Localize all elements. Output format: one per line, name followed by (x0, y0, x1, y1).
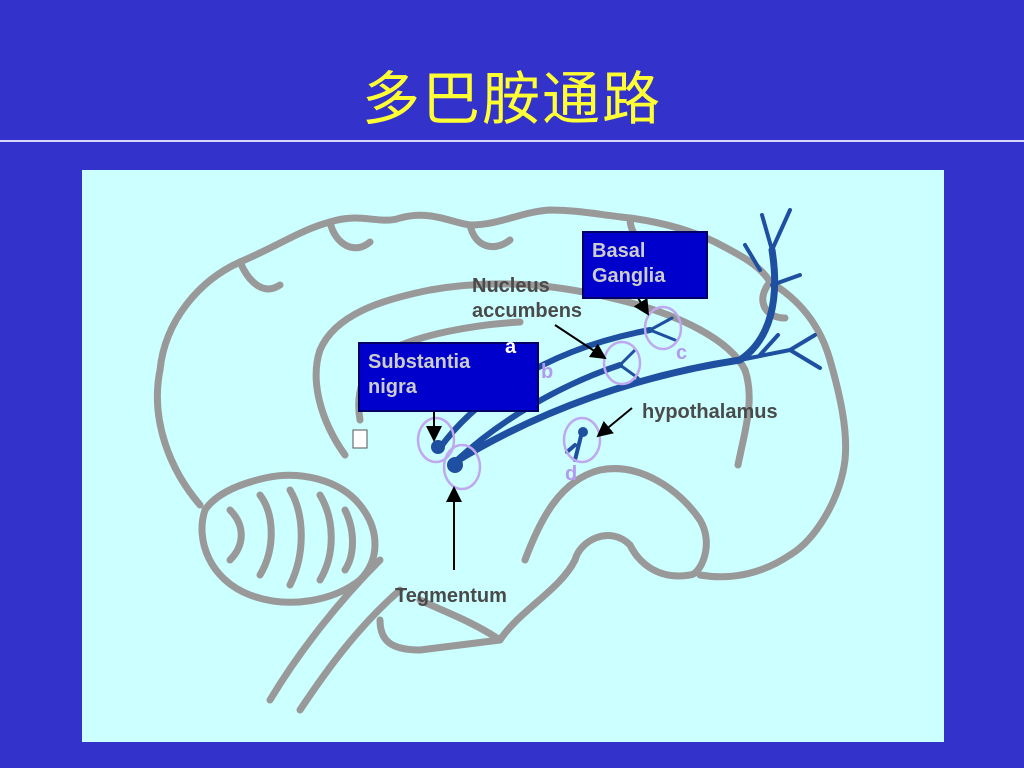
marker-circle-a (416, 416, 456, 464)
marker-circles (416, 305, 683, 491)
cortical-branches (738, 208, 822, 370)
title-divider (0, 140, 1024, 142)
substantia-nigra-label-box: Substantia nigra (358, 342, 539, 412)
substantia-nigra-label: Substantia nigra (368, 351, 471, 398)
brainstem-outline (376, 556, 579, 654)
diagram-panel (82, 170, 944, 742)
marker-circle-b (602, 340, 642, 386)
hypothalamus-node (578, 427, 588, 437)
tegmentum-node (447, 457, 463, 473)
basal-ganglia-label: Basal Ganglia (592, 240, 666, 287)
marker-b: b (541, 361, 554, 383)
hypothalamus-label: hypothalamus (642, 401, 778, 423)
basal-ganglia-label-box: Basal Ganglia (582, 231, 708, 299)
arrow-nucleus-accumbens (554, 324, 607, 360)
cortex-gyri (236, 214, 789, 322)
small-white-marker (352, 429, 368, 449)
marker-circle-tegmentum (442, 443, 482, 491)
marker-c: c (676, 342, 688, 364)
marker-circle-c (643, 305, 683, 351)
marker-d: d (565, 463, 578, 485)
tuberoinfundibular-pathway (565, 430, 584, 462)
arrow-hypothalamus (596, 407, 633, 438)
striatal-branches (618, 316, 677, 380)
cerebellum-folia (226, 486, 356, 589)
marker-circle-d (562, 416, 602, 464)
pathway-mesocortical (451, 246, 779, 466)
slide-title: 多巴胺通路 (361, 65, 662, 133)
corpus-callosum (312, 280, 753, 469)
midbrain-outline (521, 465, 710, 580)
marker-a: a (505, 336, 517, 358)
cortex-outline (153, 206, 850, 581)
tegmentum-label: Tegmentum (395, 585, 507, 607)
nucleus-accumbens-label: Nucleus accumbens (472, 275, 583, 322)
substantia-nigra-node (431, 440, 445, 454)
cerebellum-outline (198, 471, 379, 606)
